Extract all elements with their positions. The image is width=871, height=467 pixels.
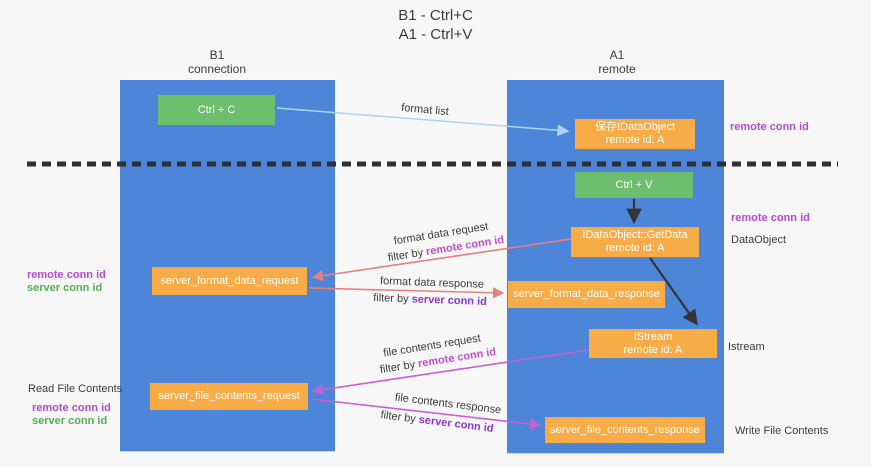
right-mid-remote-conn-id-label: remote conn id xyxy=(731,212,810,224)
istream-line2: remote id: A xyxy=(623,343,683,356)
right-column-subtitle: remote xyxy=(598,62,636,76)
dataobject-label: DataObject xyxy=(731,234,787,246)
write-file-contents-label: Write File Contents xyxy=(735,425,829,437)
getdata-line2: remote id: A xyxy=(605,242,665,254)
format-data-response-label: format data response xyxy=(379,275,485,291)
istream-side-label: Istream xyxy=(728,341,765,353)
server-format-data-request-node: server_format_data_request xyxy=(152,267,307,295)
istream-node: IStream remote id: A xyxy=(589,329,717,358)
diagram-title: B1 - Ctrl+C A1 - Ctrl+V xyxy=(0,6,871,44)
right-column-name: A1 xyxy=(609,48,625,62)
save-idataobject-node: 保存IDataObject remote id: A xyxy=(575,119,695,149)
idataobject-getdata-node: IDataObject::GetData remote id: A xyxy=(571,227,699,257)
filter-prefix-1: filter by xyxy=(387,246,428,265)
filter-prefix-4: filter by xyxy=(379,409,420,426)
save-idataobject-line1: 保存IDataObject xyxy=(594,121,676,133)
filter-highlight-2: server conn id xyxy=(411,293,488,308)
istream-line1: IStream xyxy=(633,330,673,343)
left-remote-conn-id-label: remote conn id xyxy=(27,269,106,281)
left-column-subtitle: connection xyxy=(187,62,247,76)
left2-server-conn-id-label: server conn id xyxy=(32,415,108,427)
filter-prefix-3: filter by xyxy=(379,358,420,377)
getdata-line1: IDataObject::GetData xyxy=(582,229,688,241)
ctrl-v-node: Ctrl + V xyxy=(575,172,693,198)
filter-highlight-4: server conn id xyxy=(418,413,495,435)
left2-remote-conn-id-label: remote conn id xyxy=(32,402,111,414)
filter-prefix-2: filter by xyxy=(372,292,412,306)
ctrl-c-node: Ctrl + C xyxy=(158,95,275,125)
right-top-remote-conn-id-label: remote conn id xyxy=(730,121,809,133)
server-file-contents-request-node: server_file_contents_request xyxy=(150,383,308,410)
title-line-1: B1 - Ctrl+C xyxy=(398,7,473,24)
save-idataobject-line2: remote id: A xyxy=(605,134,665,146)
filter-by-server-conn-id-label-1: filter by server conn id xyxy=(373,292,487,308)
right-column-header: A1 remote xyxy=(557,48,677,76)
left-column-name: B1 xyxy=(209,48,225,62)
left-server-conn-id-label: server conn id xyxy=(27,282,103,294)
server-file-contents-response-node: server_file_contents_response xyxy=(545,417,705,443)
server-format-data-response-node: server_format_data_response xyxy=(508,281,665,308)
left-column-header: B1 connection xyxy=(157,48,277,76)
title-line-2: A1 - Ctrl+V xyxy=(398,26,473,43)
read-file-contents-label: Read File Contents xyxy=(28,383,123,395)
format-list-label: format list xyxy=(400,101,450,119)
